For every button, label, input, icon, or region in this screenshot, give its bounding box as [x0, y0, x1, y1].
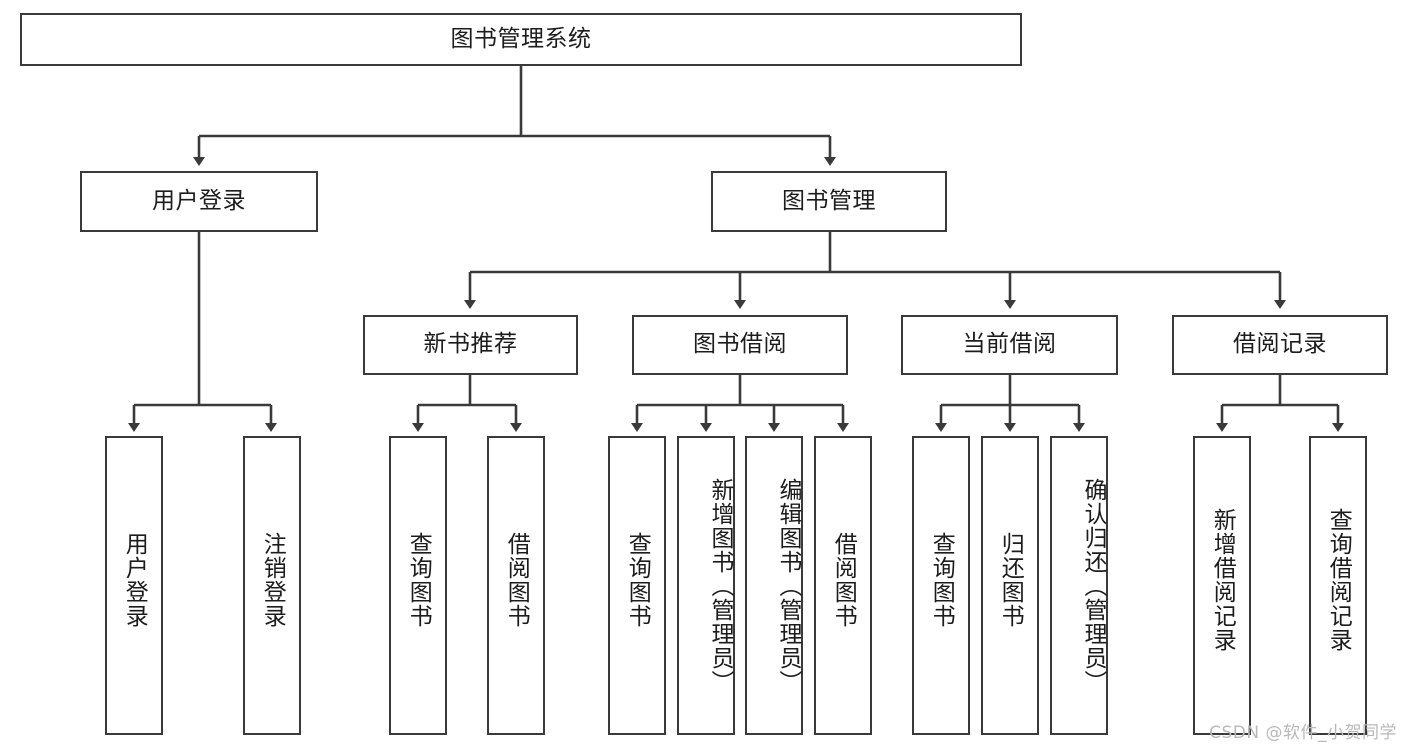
node-leaf-query-book-borrow[interactable]: 查询图书: [608, 436, 666, 735]
node-label: 当前借阅: [962, 331, 1057, 358]
node-label: 图书借阅: [693, 331, 787, 358]
node-leaf-borrow-book[interactable]: 借阅图书: [814, 436, 872, 735]
node-label: 查询借阅记录: [1325, 507, 1352, 652]
node-borrowing-record[interactable]: 借阅记录: [1172, 315, 1388, 375]
node-label: 新增借阅记录: [1209, 507, 1236, 652]
node-label: 注销登录: [259, 531, 286, 628]
node-label: 新增图书（管理员）: [707, 477, 733, 694]
node-leaf-return-book[interactable]: 归还图书: [981, 436, 1039, 735]
node-leaf-add-borrow-record[interactable]: 新增借阅记录: [1193, 436, 1251, 735]
node-current-borrowing[interactable]: 当前借阅: [901, 315, 1118, 375]
node-leaf-add-book-admin[interactable]: 新增图书（管理员）: [677, 436, 735, 735]
watermark: CSDN @软件_小贺同学: [1209, 723, 1397, 743]
node-leaf-query-book-rec[interactable]: 查询图书: [389, 436, 447, 735]
node-label: 图书管理: [782, 187, 876, 214]
node-label: 借阅图书: [503, 531, 530, 628]
node-label: 查询图书: [928, 531, 955, 628]
node-leaf-confirm-return-admin[interactable]: 确认归还（管理员）: [1050, 436, 1108, 735]
node-leaf-query-book-current[interactable]: 查询图书: [912, 436, 970, 735]
node-label: 用户登录: [152, 187, 246, 214]
node-label: 编辑图书（管理员）: [775, 477, 801, 694]
node-book-management[interactable]: 图书管理: [711, 171, 947, 232]
node-root-book-management-system[interactable]: 图书管理系统: [20, 13, 1022, 66]
node-label: 查询图书: [405, 531, 432, 628]
node-label: 确认归还（管理员）: [1080, 477, 1106, 694]
node-user-login[interactable]: 用户登录: [80, 171, 318, 232]
node-leaf-logout[interactable]: 注销登录: [243, 436, 301, 735]
node-leaf-edit-book-admin[interactable]: 编辑图书（管理员）: [745, 436, 803, 735]
node-leaf-borrow-book-rec[interactable]: 借阅图书: [487, 436, 545, 735]
node-leaf-query-borrow-record[interactable]: 查询借阅记录: [1309, 436, 1367, 735]
node-label: 新书推荐: [423, 331, 518, 358]
node-label: 查询图书: [624, 531, 651, 628]
node-label: 借阅记录: [1233, 331, 1327, 358]
node-label: 借阅图书: [830, 531, 857, 628]
node-label: 用户登录: [121, 531, 148, 628]
node-label: 归还图书: [997, 531, 1024, 628]
node-new-book-recommendation[interactable]: 新书推荐: [363, 315, 578, 375]
node-label: 图书管理系统: [450, 25, 592, 52]
node-leaf-user-login[interactable]: 用户登录: [105, 436, 163, 735]
node-book-borrowing[interactable]: 图书借阅: [632, 315, 848, 375]
